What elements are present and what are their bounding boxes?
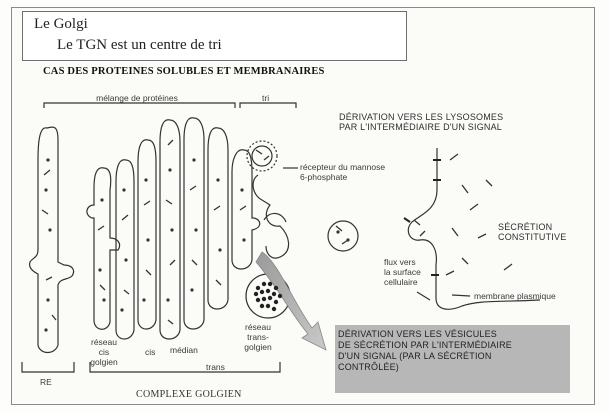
tri-label: tri <box>262 93 269 103</box>
secretion-line: CONSTITUTIVE <box>498 232 566 242</box>
recepteur-label: récepteur du mannose 6-phosphate <box>300 162 385 182</box>
derivation-lysosomes-label: DÉRIVATION VERS LES LYSOSOMES PAR L'INTE… <box>339 112 503 132</box>
recepteur-line: 6-phosphate <box>300 172 385 182</box>
re-label: RE <box>40 377 52 387</box>
flux-pointer <box>417 292 430 300</box>
median-cisterna <box>160 120 180 339</box>
melange-bracket <box>44 103 235 108</box>
flux-line: flux vers <box>384 257 421 267</box>
protein-dots <box>44 158 349 331</box>
tri-bracket <box>240 103 296 108</box>
re-bracket <box>22 362 74 372</box>
secretion-line: SÉCRÉTION <box>498 222 566 232</box>
cis-label: cis <box>145 347 155 357</box>
melange-label: mélange de protéines <box>72 93 202 103</box>
cis-reseau-cisterna <box>87 168 120 330</box>
complexe-golgien-label: COMPLEXE GOLGIEN <box>136 389 242 400</box>
trans-label: trans <box>206 362 225 372</box>
derivation-lysosomes-line: PAR L'INTERMÉDIAIRE D'UN SIGNAL <box>339 122 503 132</box>
reseau-cis-line: cis <box>84 347 124 357</box>
membrane-label: membrane plasmique <box>474 291 556 301</box>
flux-line: la surface <box>384 267 421 277</box>
median-label: médian <box>170 345 198 355</box>
reseau-cis-line: golgien <box>84 357 124 367</box>
re-cisterna <box>30 127 74 352</box>
derivation-lysosomes-line: DÉRIVATION VERS LES LYSOSOMES <box>339 112 503 122</box>
membrane-pointer <box>452 295 470 296</box>
reseau-trans-line: réseau <box>236 322 280 332</box>
reseau-trans-line: golgien <box>236 342 280 352</box>
reseau-cis-label: réseau cis golgien <box>84 337 124 367</box>
recepteur-line: récepteur du mannose <box>300 162 385 172</box>
reseau-cis-line: réseau <box>84 337 124 347</box>
flux-label: flux vers la surface cellulaire <box>384 257 421 287</box>
reseau-trans-label: réseau trans- golgien <box>236 322 280 352</box>
flux-line: cellulaire <box>384 277 421 287</box>
flux-vesicle <box>328 221 358 251</box>
secretion-label: SÉCRÉTION CONSTITUTIVE <box>498 222 566 242</box>
median-cisterna-2 <box>184 118 204 329</box>
protein-dashes <box>42 140 512 324</box>
reseau-trans-line: trans- <box>236 332 280 342</box>
trans-cisterna-2 <box>232 150 260 269</box>
cis-cisterna-2 <box>138 140 156 329</box>
